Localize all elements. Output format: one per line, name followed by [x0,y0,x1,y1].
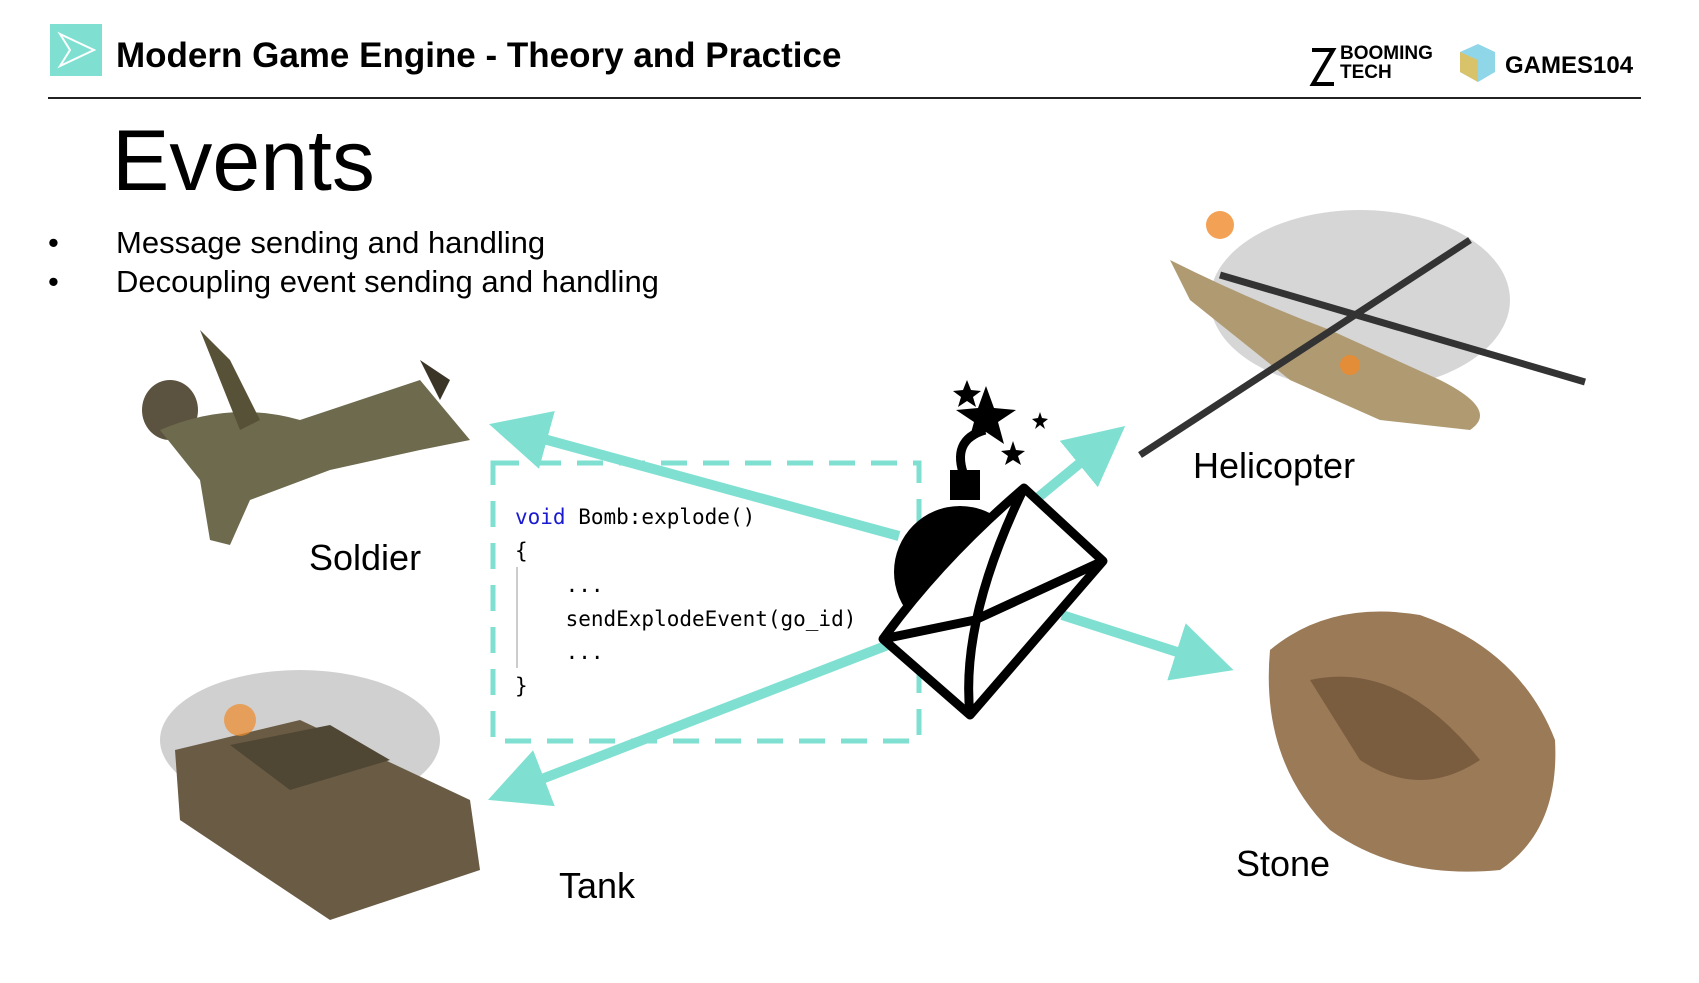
bomb-envelope-icon [878,380,1108,720]
games104-logo: GAMES104 [1505,52,1634,79]
course-logo [50,24,102,76]
slide-title: Events [112,113,375,209]
code-line: ... [515,573,604,597]
code-line: } [515,674,528,698]
brand-line1: BOOMING [1340,43,1433,64]
code-line: sendExplodeEvent(go_id) [515,607,857,631]
tank-label: Tank [559,865,636,906]
header-title: Modern Game Engine - Theory and Practice [116,36,842,75]
helicopter-label: Helicopter [1193,445,1356,486]
helicopter-image [1138,210,1586,458]
bullet-text: Message sending and handling [116,225,546,260]
bullet-item: • Decoupling event sending and handling [48,264,659,300]
booming-tech-icon [1309,48,1337,86]
bullet-marker: • [48,264,59,299]
tank-image [160,670,480,920]
bullet-item: • Message sending and handling [48,225,545,261]
soldier-label: Soldier [309,537,422,578]
stone-image [1268,611,1556,872]
brand-line2: TECH [1340,62,1392,83]
code-keyword: void [515,505,566,529]
event-arrows [488,410,1234,807]
code-line: ... [515,640,604,664]
code-signature: Bomb:explode() [565,505,756,529]
bullet-marker: • [48,225,59,260]
bullet-text: Decoupling event sending and handling [116,264,659,299]
booming-tech-logo: BOOMING TECH [1340,44,1433,82]
games104-cube-icon [1460,44,1495,82]
code-line: void Bomb:explode() [515,505,755,529]
soldier-image [142,330,470,545]
code-line: { [515,539,528,563]
header-divider [48,97,1641,99]
stone-label: Stone [1236,843,1331,884]
